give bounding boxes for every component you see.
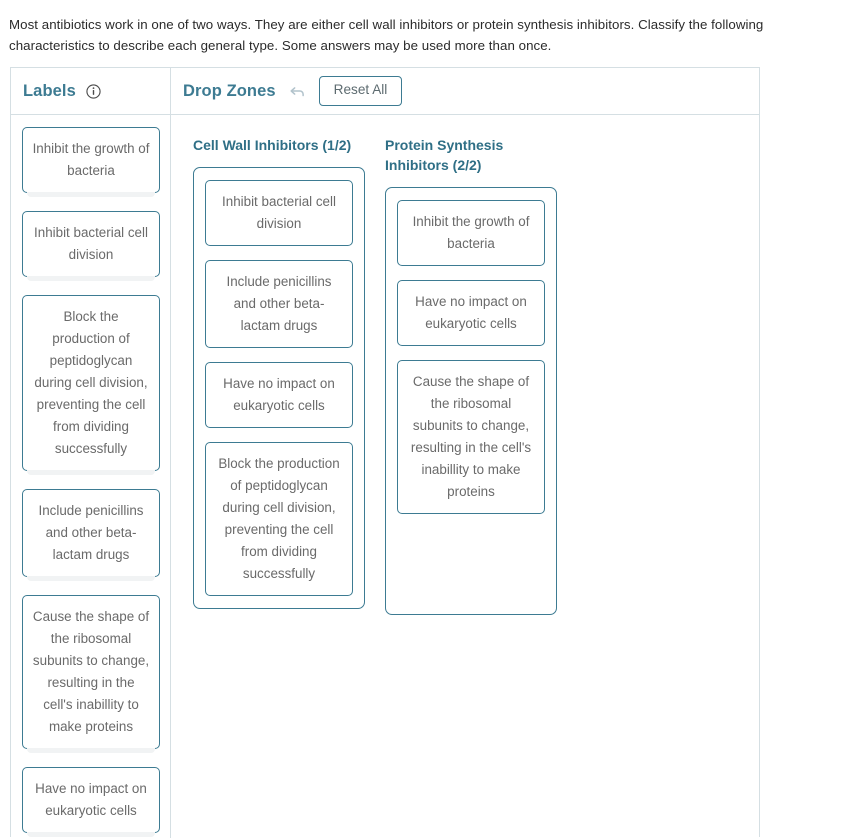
labels-column-header: Labels — [11, 68, 171, 114]
label-chip[interactable]: Have no impact on eukaryotic cells — [22, 767, 160, 837]
undo-arrow-icon[interactable] — [288, 83, 306, 99]
drop-zones-title: Drop Zones — [183, 81, 276, 100]
dropped-chip[interactable]: Inhibit bacterial cell division — [205, 180, 353, 246]
label-chip[interactable]: Cause the shape of the ribosomal subunit… — [22, 595, 160, 753]
label-chip[interactable]: Include penicillins and other beta-lacta… — [22, 489, 160, 581]
label-chip[interactable]: Inhibit bacterial cell division — [22, 211, 160, 281]
drop-zone-title: Cell Wall Inhibitors (1/2) — [193, 137, 352, 153]
reset-all-button[interactable]: Reset All — [318, 76, 403, 106]
instruction-prompt: Most antibiotics work in one of two ways… — [9, 17, 764, 53]
drop-zones-column: Cell Wall Inhibitors (1/2) Inhibit bacte… — [171, 115, 759, 838]
drop-zone-target[interactable]: Inhibit the growth of bacteria Have no i… — [385, 187, 557, 615]
info-circle-icon[interactable] — [86, 83, 101, 99]
label-chip[interactable]: Inhibit the growth of bacteria — [22, 127, 160, 197]
activity-panel: Labels Drop Zones Reset All Inhib — [10, 67, 760, 838]
drop-zone-cell-wall-inhibitors: Cell Wall Inhibitors (1/2) Inhibit bacte… — [193, 135, 365, 609]
label-chip[interactable]: Block the production of peptidoglycan du… — [22, 295, 160, 475]
dropped-chip[interactable]: Include penicillins and other beta-lacta… — [205, 260, 353, 348]
labels-title: Labels — [23, 81, 76, 100]
dropped-chip[interactable]: Cause the shape of the ribosomal subunit… — [397, 360, 545, 514]
panel-header: Labels Drop Zones Reset All — [11, 68, 759, 115]
panel-body: Inhibit the growth of bacteria Inhibit b… — [11, 115, 759, 838]
drop-zone-target[interactable]: Inhibit bacterial cell division Include … — [193, 167, 365, 609]
dropped-chip[interactable]: Block the production of peptidoglycan du… — [205, 442, 353, 596]
dropped-chip[interactable]: Have no impact on eukaryotic cells — [397, 280, 545, 346]
drop-zones-column-header: Drop Zones Reset All — [171, 68, 759, 114]
labels-column: Inhibit the growth of bacteria Inhibit b… — [11, 115, 171, 838]
drop-zone-title: Protein Synthesis Inhibitors (2/2) — [385, 137, 504, 173]
dropped-chip[interactable]: Have no impact on eukaryotic cells — [205, 362, 353, 428]
drop-zone-protein-synthesis-inhibitors: Protein Synthesis Inhibitors (2/2) Inhib… — [385, 135, 557, 615]
dropped-chip[interactable]: Inhibit the growth of bacteria — [397, 200, 545, 266]
